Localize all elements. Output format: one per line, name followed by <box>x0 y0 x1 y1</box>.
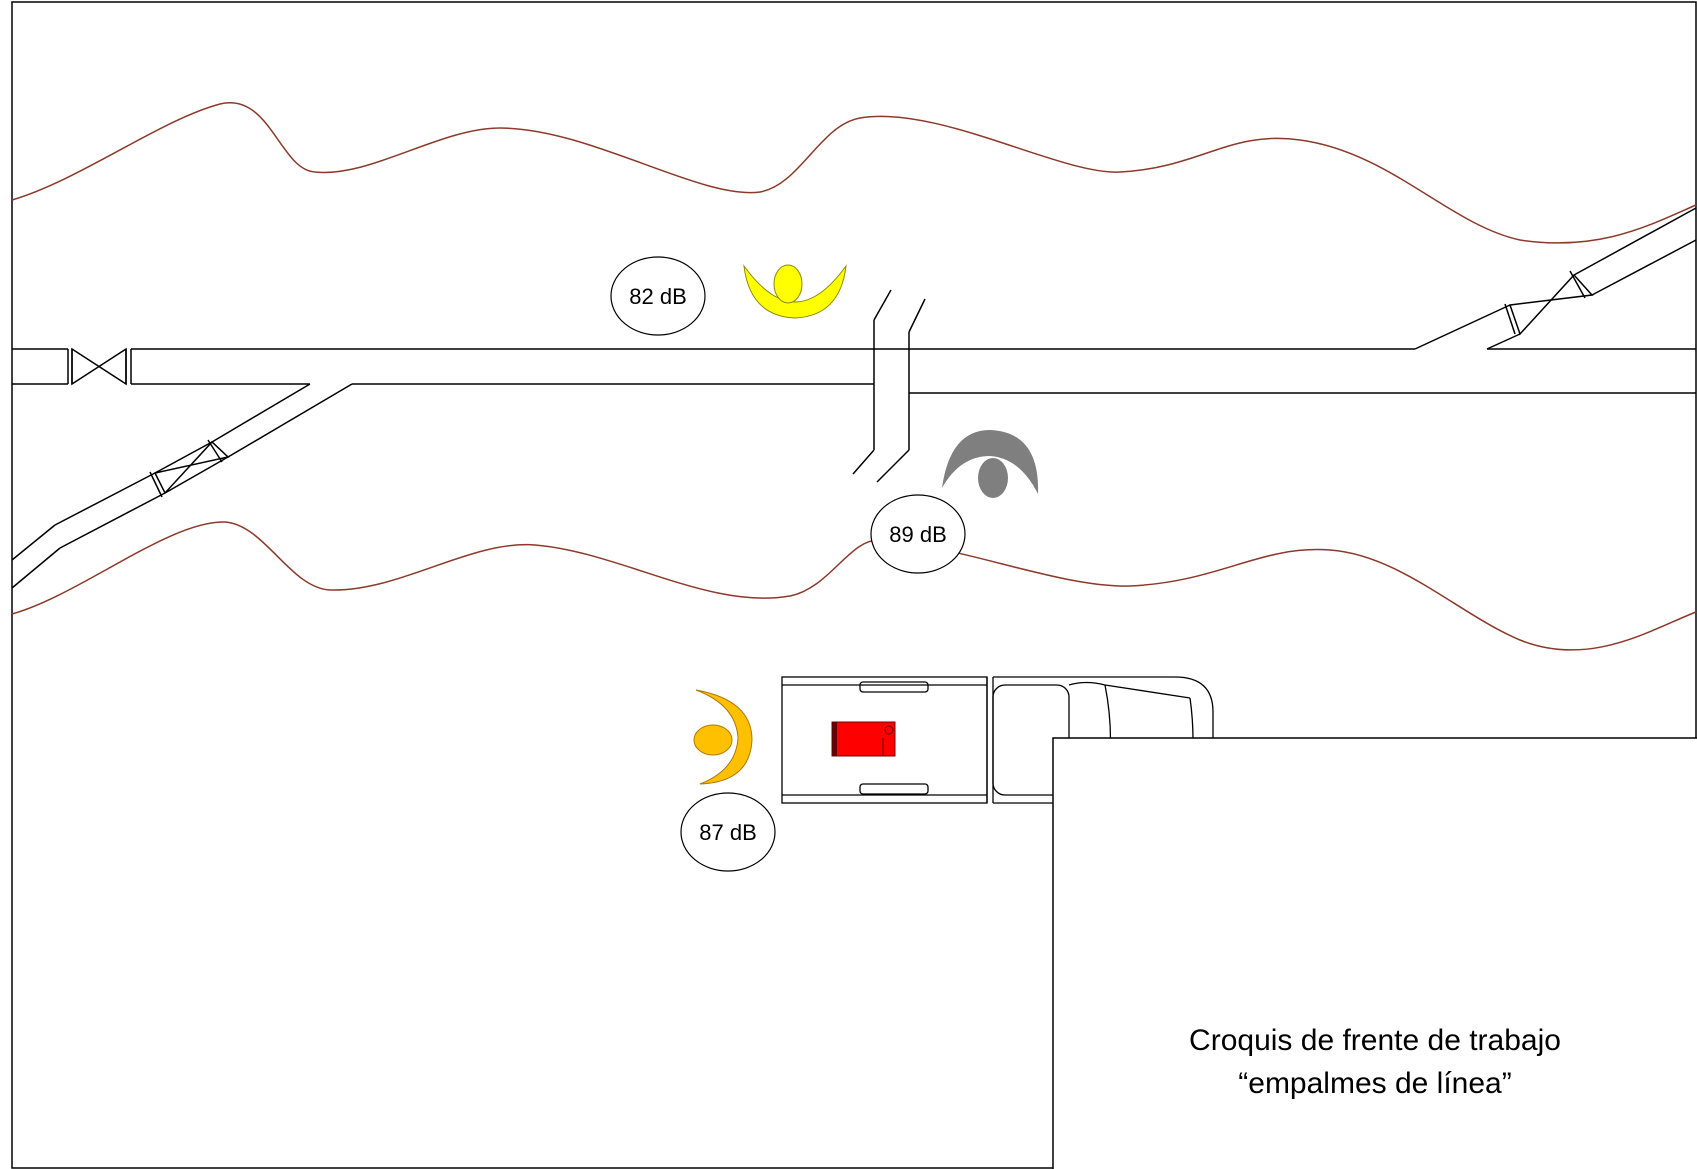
worker-icon <box>743 264 847 319</box>
title-line-2: “empalmes de línea” <box>1238 1067 1511 1100</box>
title-line-1: Croquis de frente de trabajo <box>1189 1024 1561 1057</box>
valve-icon <box>71 347 127 386</box>
generator-icon <box>831 721 896 757</box>
pipeline <box>11 207 1697 589</box>
worker-icon <box>693 689 753 785</box>
terrain-line-top <box>11 102 1697 244</box>
title-box: Croquis de frente de trabajo “empalmes d… <box>1052 737 1697 1169</box>
noise-reading-87: 87 dB <box>680 792 776 872</box>
worker-icon <box>942 430 1039 498</box>
valve-icon <box>149 439 230 498</box>
valve-icon <box>1504 270 1594 336</box>
noise-reading-82: 82 dB <box>610 256 706 336</box>
terrain-line-bottom <box>11 521 1697 651</box>
noise-reading-label: 87 dB <box>699 820 757 845</box>
noise-reading-89: 89 dB <box>870 494 966 574</box>
noise-reading-label: 82 dB <box>629 284 687 309</box>
sketch-border <box>11 1 1697 1169</box>
noise-reading-label: 89 dB <box>889 522 947 547</box>
